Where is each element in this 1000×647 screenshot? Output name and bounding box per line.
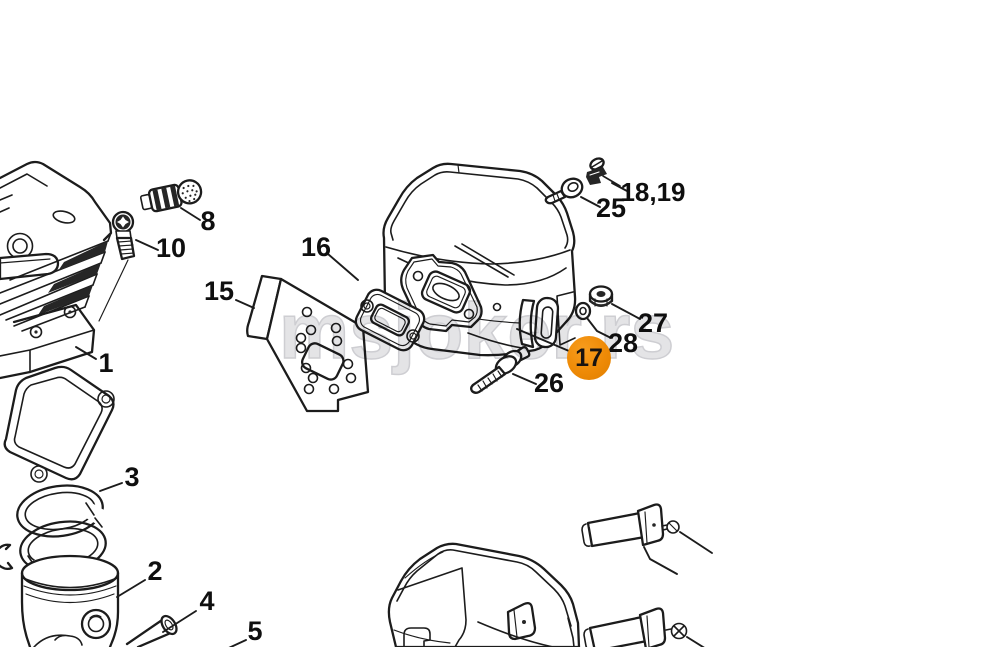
heat-shield-plate-illustration xyxy=(246,274,370,413)
screw-25-illustration xyxy=(544,177,584,205)
cylinder-illustration xyxy=(0,160,113,380)
callout-4: 4 xyxy=(199,586,214,616)
callout-18-19: 18,19 xyxy=(620,177,685,207)
callout-1: 1 xyxy=(98,348,113,378)
collar-nut-illustration xyxy=(588,285,614,307)
highlighted-callout-17-badge[interactable]: 17 xyxy=(567,336,611,380)
callout-10: 10 xyxy=(156,233,186,263)
highlighted-callout-17-label: 17 xyxy=(575,343,603,372)
callout-27: 27 xyxy=(638,308,668,338)
screw-26-illustration xyxy=(470,346,531,394)
spark-arrester-screen-top-illustration xyxy=(581,503,713,575)
screw-10-illustration xyxy=(98,210,136,322)
piston-illustration xyxy=(20,554,120,647)
callout-16: 16 xyxy=(301,232,331,262)
callout-8: 8 xyxy=(200,206,215,236)
cylinder-gasket-illustration xyxy=(3,365,115,483)
callout-5: 5 xyxy=(247,616,262,646)
clip-18-19-illustration xyxy=(586,157,621,187)
spark-arrester-screen-bottom-illustration xyxy=(583,607,705,647)
screen-screw-bottom-illustration xyxy=(665,622,688,640)
piston-pin-illustration xyxy=(125,614,178,647)
callout-3: 3 xyxy=(124,462,139,492)
circlip-illustration xyxy=(0,543,14,570)
callout-2: 2 xyxy=(147,556,162,586)
callout-26: 26 xyxy=(534,368,564,398)
callout-25: 25 xyxy=(596,193,626,223)
leader-highlighted-17 xyxy=(516,328,570,352)
callout-labels: 1 2 3 4 5 8 10 15 16 25 18,19 27 28 26 xyxy=(98,177,685,646)
leader-lines xyxy=(75,182,641,647)
washer-illustration xyxy=(574,301,592,321)
decompression-plug-illustration xyxy=(139,179,203,213)
screen-screw-top-illustration xyxy=(661,520,680,534)
muffler-gasket-illustration xyxy=(354,288,426,352)
callout-15: 15 xyxy=(204,276,234,306)
muffler-rear-illustration xyxy=(387,542,581,647)
callout-28: 28 xyxy=(608,328,638,358)
